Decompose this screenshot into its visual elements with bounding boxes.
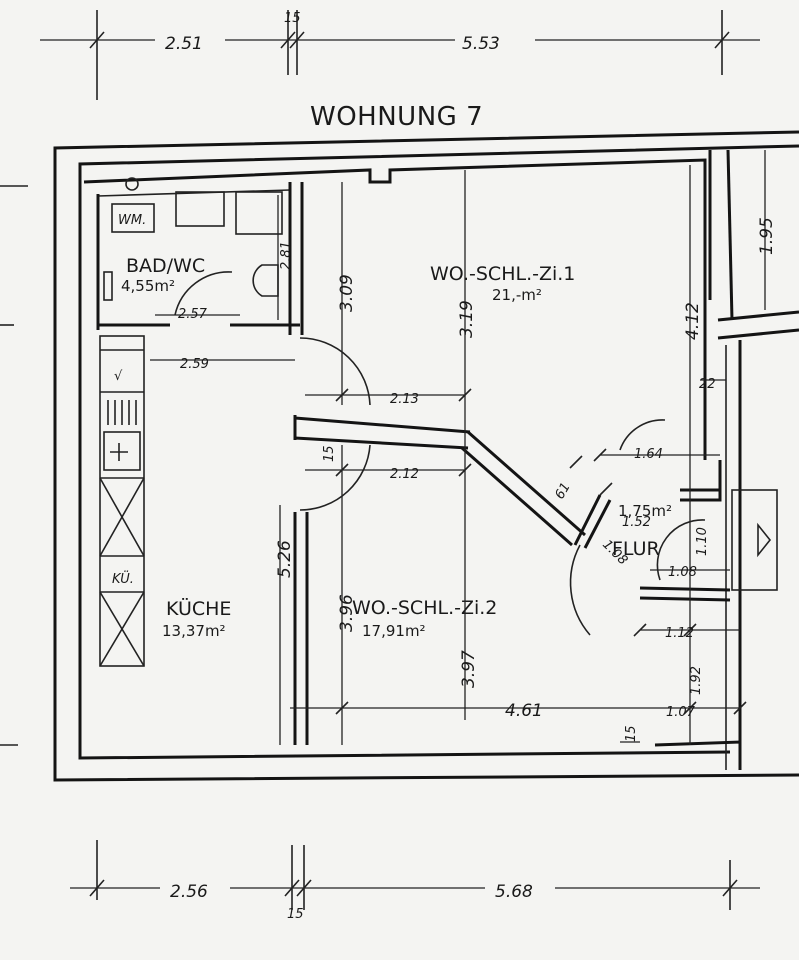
toilet [252, 264, 279, 297]
dim-61: 61 [552, 480, 573, 502]
room-area-wo2: 17,91m² [362, 622, 426, 640]
dim-397: 3.97 [459, 650, 479, 688]
dim-112: 1.12 [665, 626, 694, 641]
bathroom-fixtures: WM. [103, 177, 283, 301]
dim-108: 1.08 [668, 565, 697, 580]
radiator [103, 271, 113, 301]
interior-walls [83, 158, 778, 758]
ku-label: KÜ. [112, 570, 134, 587]
sink [175, 191, 225, 227]
outer-walls [53, 130, 799, 782]
top-dimension-chain: 2.51 15 5.53 [40, 10, 760, 100]
dim-213: 2.13 [390, 392, 419, 407]
dim-110: 1.10 [695, 527, 710, 556]
dimension-labels: 2.81 2.57 2.59 3.09 3.19 4.12 1.95 2.13 … [178, 217, 777, 742]
room-name-flur: FLUR [612, 538, 660, 560]
room-area-wo1: 21,-m² [492, 286, 542, 304]
bottom-dimension-chain: 2.56 15 5.68 [70, 840, 760, 922]
dim-kueche-width: 2.59 [180, 357, 209, 372]
washing-machine [111, 203, 155, 233]
dim-bad-height: 2.81 [279, 241, 294, 270]
dim-164: 1.64 [634, 447, 663, 462]
dim-319: 3.19 [457, 300, 477, 338]
dim-192: 1.92 [689, 666, 704, 695]
dim-22: 22 [699, 377, 716, 392]
dim-309: 3.09 [337, 274, 357, 312]
dim-396: 3.96 [337, 594, 357, 632]
room-name-kueche: KÜCHE [166, 597, 231, 620]
dim-152: 1.52 [622, 515, 651, 530]
wm-label: WM. [118, 213, 146, 228]
dim-top-left: 2.51 [165, 34, 203, 54]
room-area-flur: 1,75m² [618, 502, 672, 520]
kitchen-counter: √ KÜ. [99, 335, 145, 667]
room-area-kueche: 13,37m² [162, 622, 226, 640]
room-labels: BAD/WC 4,55m² WO.-SCHL.-Zi.1 21,-m² KÜCH… [121, 255, 672, 640]
room-name-wo1: WO.-SCHL.-Zi.1 [430, 263, 575, 285]
dim-bad-width: 2.57 [178, 307, 208, 322]
dim-15: 15 [322, 445, 337, 462]
dim-top-right: 5.53 [462, 34, 500, 54]
dim-461: 4.61 [505, 701, 543, 721]
dim-195: 1.95 [757, 217, 777, 255]
dim-15b: 15 [624, 725, 639, 742]
dim-412: 4.12 [683, 302, 703, 340]
dim-bottom-left: 2.56 [170, 882, 208, 902]
interior-dimensions [150, 150, 766, 745]
dim-top-mid: 15 [284, 11, 301, 26]
room-area-bad: 4,55m² [121, 277, 175, 295]
shower [235, 191, 283, 235]
plan-title: WOHNUNG 7 [310, 102, 483, 132]
room-name-wo2: WO.-SCHL.-Zi.2 [352, 597, 497, 619]
svg-text:√: √ [114, 369, 123, 384]
dim-212: 2.12 [390, 467, 419, 482]
dim-bottom-mid: 15 [287, 907, 304, 922]
dim-526: 5.26 [275, 540, 295, 578]
door-swings [174, 271, 706, 636]
dim-bottom-right: 5.68 [495, 882, 533, 902]
room-name-bad: BAD/WC [126, 255, 205, 277]
dim-107: 1.07 [666, 705, 696, 720]
